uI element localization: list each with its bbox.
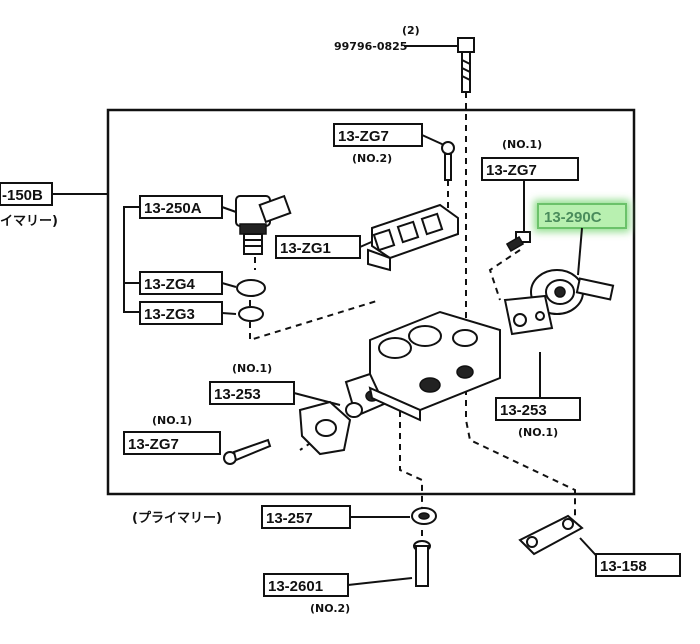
label-zg1[interactable]: 13-ZG1 — [280, 240, 331, 257]
label-253-left[interactable]: 13-253 — [214, 386, 261, 403]
zg7-top-bolt[interactable] — [441, 141, 455, 181]
part-2601-pin[interactable] — [413, 540, 431, 587]
zg7-bottom-bolt[interactable] — [223, 438, 272, 465]
label-no1-mid: (NO.1) — [232, 362, 272, 375]
assembly-frame — [106, 108, 636, 496]
guide-line-left — [249, 299, 381, 342]
zg7-right-bolt[interactable] — [505, 231, 531, 252]
label-290c[interactable]: 13-290C — [544, 209, 602, 226]
part-253-left-gasket[interactable] — [298, 400, 363, 456]
label-zg7-top-sub: (NO.2) — [352, 152, 392, 165]
label-zg4[interactable]: 13-ZG4 — [144, 276, 196, 293]
part-158-plate[interactable] — [518, 514, 584, 556]
guide-line-right-bolt — [488, 249, 521, 301]
label-2601-sub: (NO.2) — [310, 602, 350, 615]
label-150b[interactable]: -150B — [2, 187, 43, 204]
label-253-right-sub: (NO.1) — [518, 426, 558, 439]
top-bolt-qty: (2) — [402, 24, 420, 37]
part-zg1-block[interactable] — [367, 203, 459, 272]
top-bolt-number: 99796-0825 — [334, 40, 407, 53]
top-bolt-part[interactable] — [457, 37, 475, 93]
label-primary-jp-left: イマリー) — [0, 214, 58, 229]
label-zg7-top[interactable]: 13-ZG7 — [338, 128, 389, 145]
label-zg7-right[interactable]: 13-ZG7 — [486, 162, 537, 179]
part-250a-sensor[interactable] — [235, 194, 292, 255]
label-zg7-bottom[interactable]: 13-ZG7 — [128, 436, 179, 453]
label-zg7-right-sub: (NO.1) — [502, 138, 542, 151]
part-zg4-oring[interactable] — [236, 279, 266, 297]
main-housing[interactable] — [344, 310, 501, 422]
label-zg7-bottom-sub: (NO.1) — [152, 414, 192, 427]
part-257-washer[interactable] — [411, 507, 437, 525]
label-158[interactable]: 13-158 — [600, 558, 647, 575]
label-2601[interactable]: 13-2601 — [268, 578, 323, 595]
label-250a[interactable]: 13-250A — [144, 200, 202, 217]
bracket-left — [123, 206, 140, 313]
part-zg3-oring[interactable] — [238, 306, 264, 322]
label-253-right[interactable]: 13-253 — [500, 402, 547, 419]
guide-line-lower — [399, 400, 423, 510]
part-290c-valve[interactable] — [503, 269, 615, 336]
label-zg3[interactable]: 13-ZG3 — [144, 306, 195, 323]
label-257-jp: (プライマリー) — [132, 511, 222, 526]
label-257[interactable]: 13-257 — [266, 510, 313, 527]
guide-line-center — [465, 92, 576, 518]
